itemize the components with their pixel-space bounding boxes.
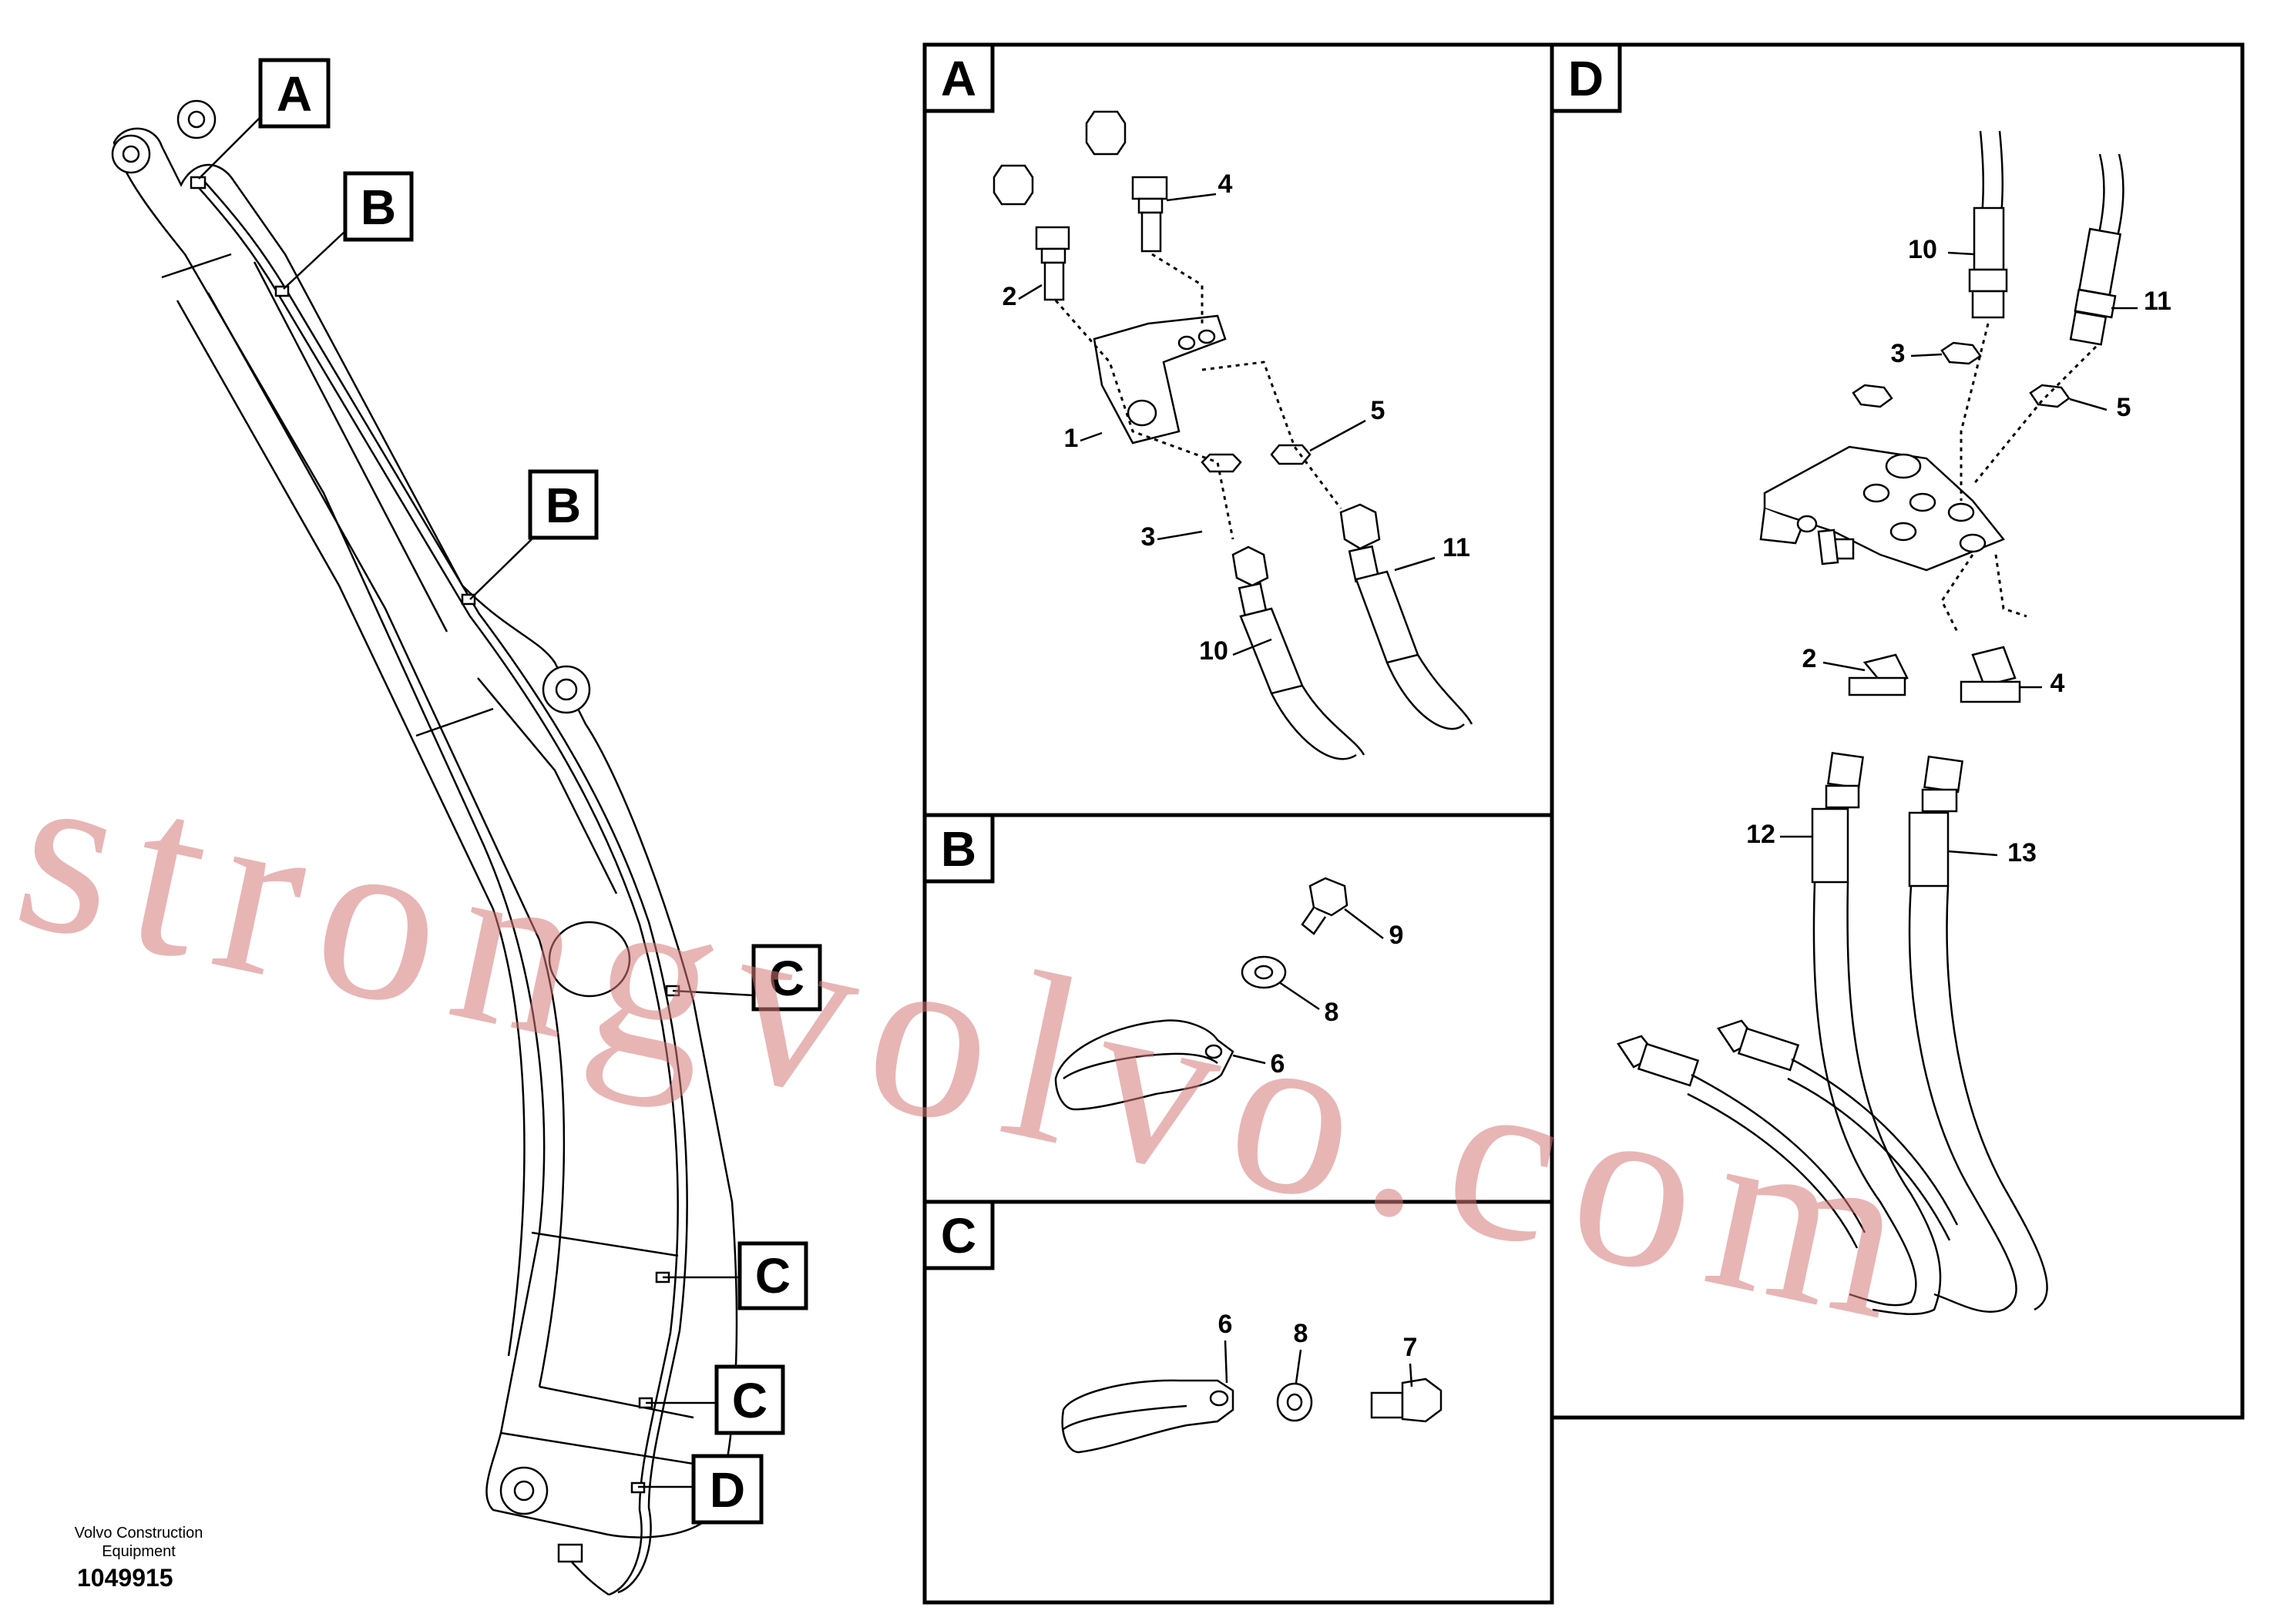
panel-B-title: B bbox=[941, 821, 976, 877]
callout-C-3: C bbox=[714, 1364, 785, 1435]
panel-A: A 1 2 3 bbox=[922, 42, 1554, 817]
panel-B-part-6: 6 bbox=[1271, 1049, 1285, 1079]
panel-A-part-3: 3 bbox=[1141, 522, 1156, 552]
panel-A-part-10: 10 bbox=[1199, 636, 1228, 666]
callout-A: A bbox=[258, 58, 331, 129]
panel-D-part-13: 13 bbox=[2007, 838, 2037, 867]
brand-line-2: Equipment bbox=[102, 1543, 176, 1560]
panel-B: B 9 8 6 bbox=[922, 813, 1554, 1204]
callout-C-1: C bbox=[751, 944, 822, 1012]
panel-A-title: A bbox=[941, 51, 976, 106]
callout-B-upper-label: B bbox=[361, 180, 396, 235]
panel-A-part-4: 4 bbox=[1218, 169, 1233, 199]
panel-A-part-1: 1 bbox=[1064, 424, 1079, 453]
panel-C-title: C bbox=[941, 1208, 976, 1263]
drawing-number: 1049915 bbox=[77, 1564, 173, 1592]
panel-A-part-5: 5 bbox=[1371, 396, 1385, 425]
callout-C-1-label: C bbox=[769, 951, 804, 1006]
panel-A-part-11: 11 bbox=[1443, 533, 1470, 562]
callout-C-3-label: C bbox=[732, 1373, 767, 1428]
panel-D-part-11: 11 bbox=[2144, 287, 2171, 316]
panel-D: D bbox=[1550, 42, 2245, 1420]
boom-overview bbox=[111, 99, 754, 1596]
panel-D-part-4: 4 bbox=[2050, 669, 2065, 698]
panel-D-part-12: 12 bbox=[1746, 820, 1775, 849]
callout-C-2: C bbox=[737, 1241, 808, 1310]
panel-D-part-10: 10 bbox=[1908, 235, 1937, 264]
callout-D: D bbox=[691, 1454, 764, 1525]
panel-B-part-8: 8 bbox=[1325, 998, 1339, 1027]
callout-A-label: A bbox=[277, 66, 312, 122]
callout-B-lower-label: B bbox=[546, 478, 581, 533]
callout-D-label: D bbox=[710, 1462, 745, 1518]
panel-C-part-6: 6 bbox=[1218, 1310, 1233, 1339]
callout-B-lower: B bbox=[528, 469, 599, 540]
panel-D-title: D bbox=[1568, 51, 1604, 106]
callout-B-upper: B bbox=[343, 171, 414, 242]
panel-C: C 6 8 7 bbox=[922, 1200, 1554, 1605]
panel-D-part-3: 3 bbox=[1891, 339, 1906, 368]
panel-D-part-2: 2 bbox=[1802, 644, 1817, 673]
brand-line-1: Volvo Construction bbox=[74, 1525, 203, 1542]
panel-B-part-9: 9 bbox=[1389, 921, 1404, 950]
panel-C-part-8: 8 bbox=[1294, 1319, 1308, 1348]
panel-D-part-5: 5 bbox=[2117, 393, 2131, 422]
panel-C-part-7: 7 bbox=[1403, 1333, 1418, 1362]
panel-A-part-2: 2 bbox=[1003, 282, 1017, 311]
callout-C-2-label: C bbox=[755, 1248, 791, 1304]
brand-block: Volvo Construction Equipment bbox=[46, 1524, 231, 1561]
